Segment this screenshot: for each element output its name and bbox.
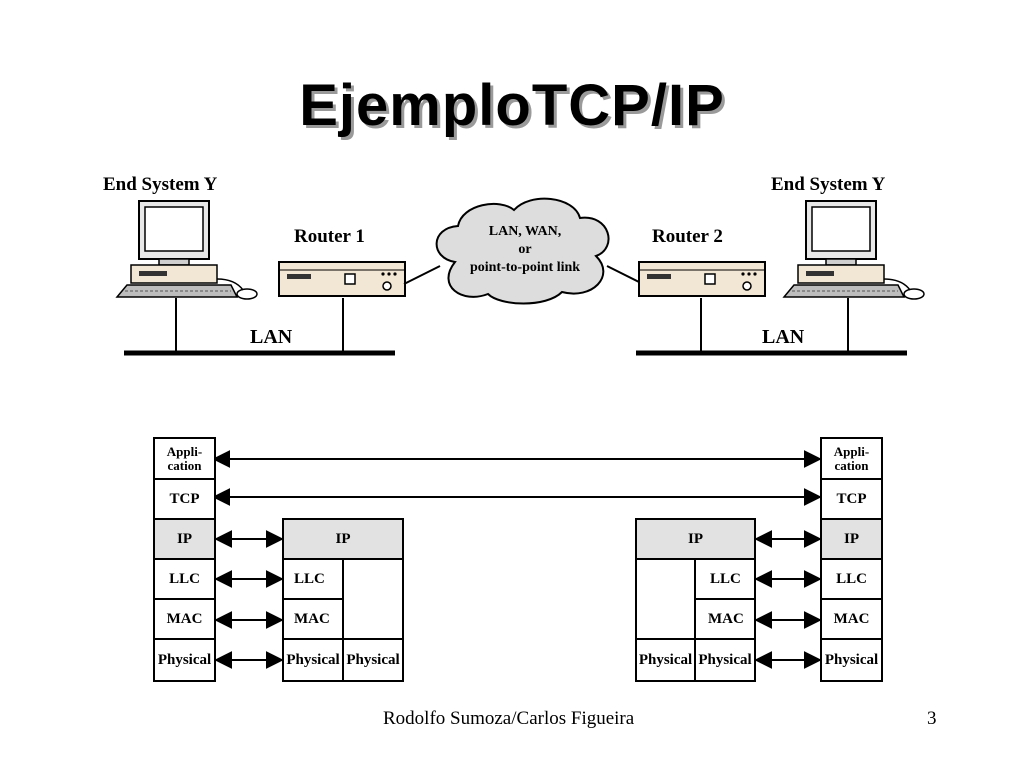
layer-mac: MAC (282, 598, 344, 640)
layer-tcp: TCP (820, 478, 883, 520)
layer-mac: MAC (694, 598, 756, 640)
layer-application: Appli- cation (820, 437, 883, 480)
cloud-icon (435, 197, 610, 305)
layer-ip: IP (635, 518, 756, 560)
computer-icon (116, 200, 258, 300)
layer-llc: LLC (282, 558, 344, 600)
layer-mac: MAC (820, 598, 883, 640)
layer-blank (635, 558, 696, 640)
layer-ip: IP (282, 518, 404, 560)
lan-left-label: LAN (250, 326, 293, 348)
layer-llc: LLC (694, 558, 756, 600)
layer-tcp: TCP (153, 478, 216, 520)
layer-llc: LLC (820, 558, 883, 600)
layer-mac: MAC (153, 598, 216, 640)
layer-physical: Physical (153, 638, 216, 682)
router-1-label: Router 1 (294, 226, 365, 247)
router-icon (638, 261, 766, 297)
router-icon (278, 261, 406, 297)
lan-right-label: LAN (762, 326, 805, 348)
layer-physical-right: Physical (342, 638, 404, 682)
layer-llc: LLC (153, 558, 216, 600)
footer-author: Rodolfo Sumoza/Carlos Figueira (383, 708, 635, 729)
layer-physical-left: Physical (282, 638, 344, 682)
page-number: 3 (927, 708, 937, 729)
layer-ip: IP (153, 518, 216, 560)
router-2-label: Router 2 (652, 226, 723, 247)
layer-physical-left: Physical (635, 638, 696, 682)
layer-ip: IP (820, 518, 883, 560)
layer-physical: Physical (820, 638, 883, 682)
layer-physical-right: Physical (694, 638, 756, 682)
layer-application: Appli- cation (153, 437, 216, 480)
layer-blank (342, 558, 404, 640)
cloud-label: LAN, WAN, or point-to-point link (469, 224, 581, 275)
page-title: EjemploTCP/IP (299, 73, 725, 138)
end-system-right-label: End System Y (771, 174, 886, 195)
end-system-left-label: End System Y (103, 174, 218, 195)
computer-icon (783, 200, 925, 300)
